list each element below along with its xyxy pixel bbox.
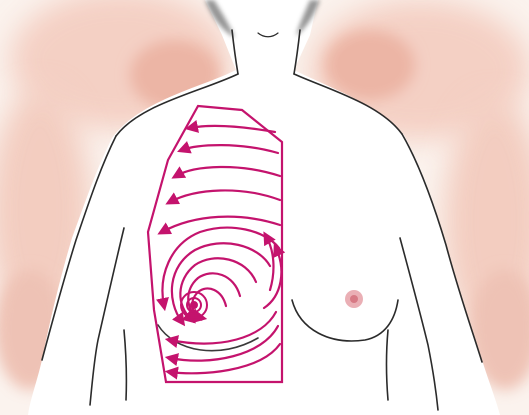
right-areola bbox=[345, 290, 363, 308]
left-nipple-marker bbox=[191, 302, 197, 308]
